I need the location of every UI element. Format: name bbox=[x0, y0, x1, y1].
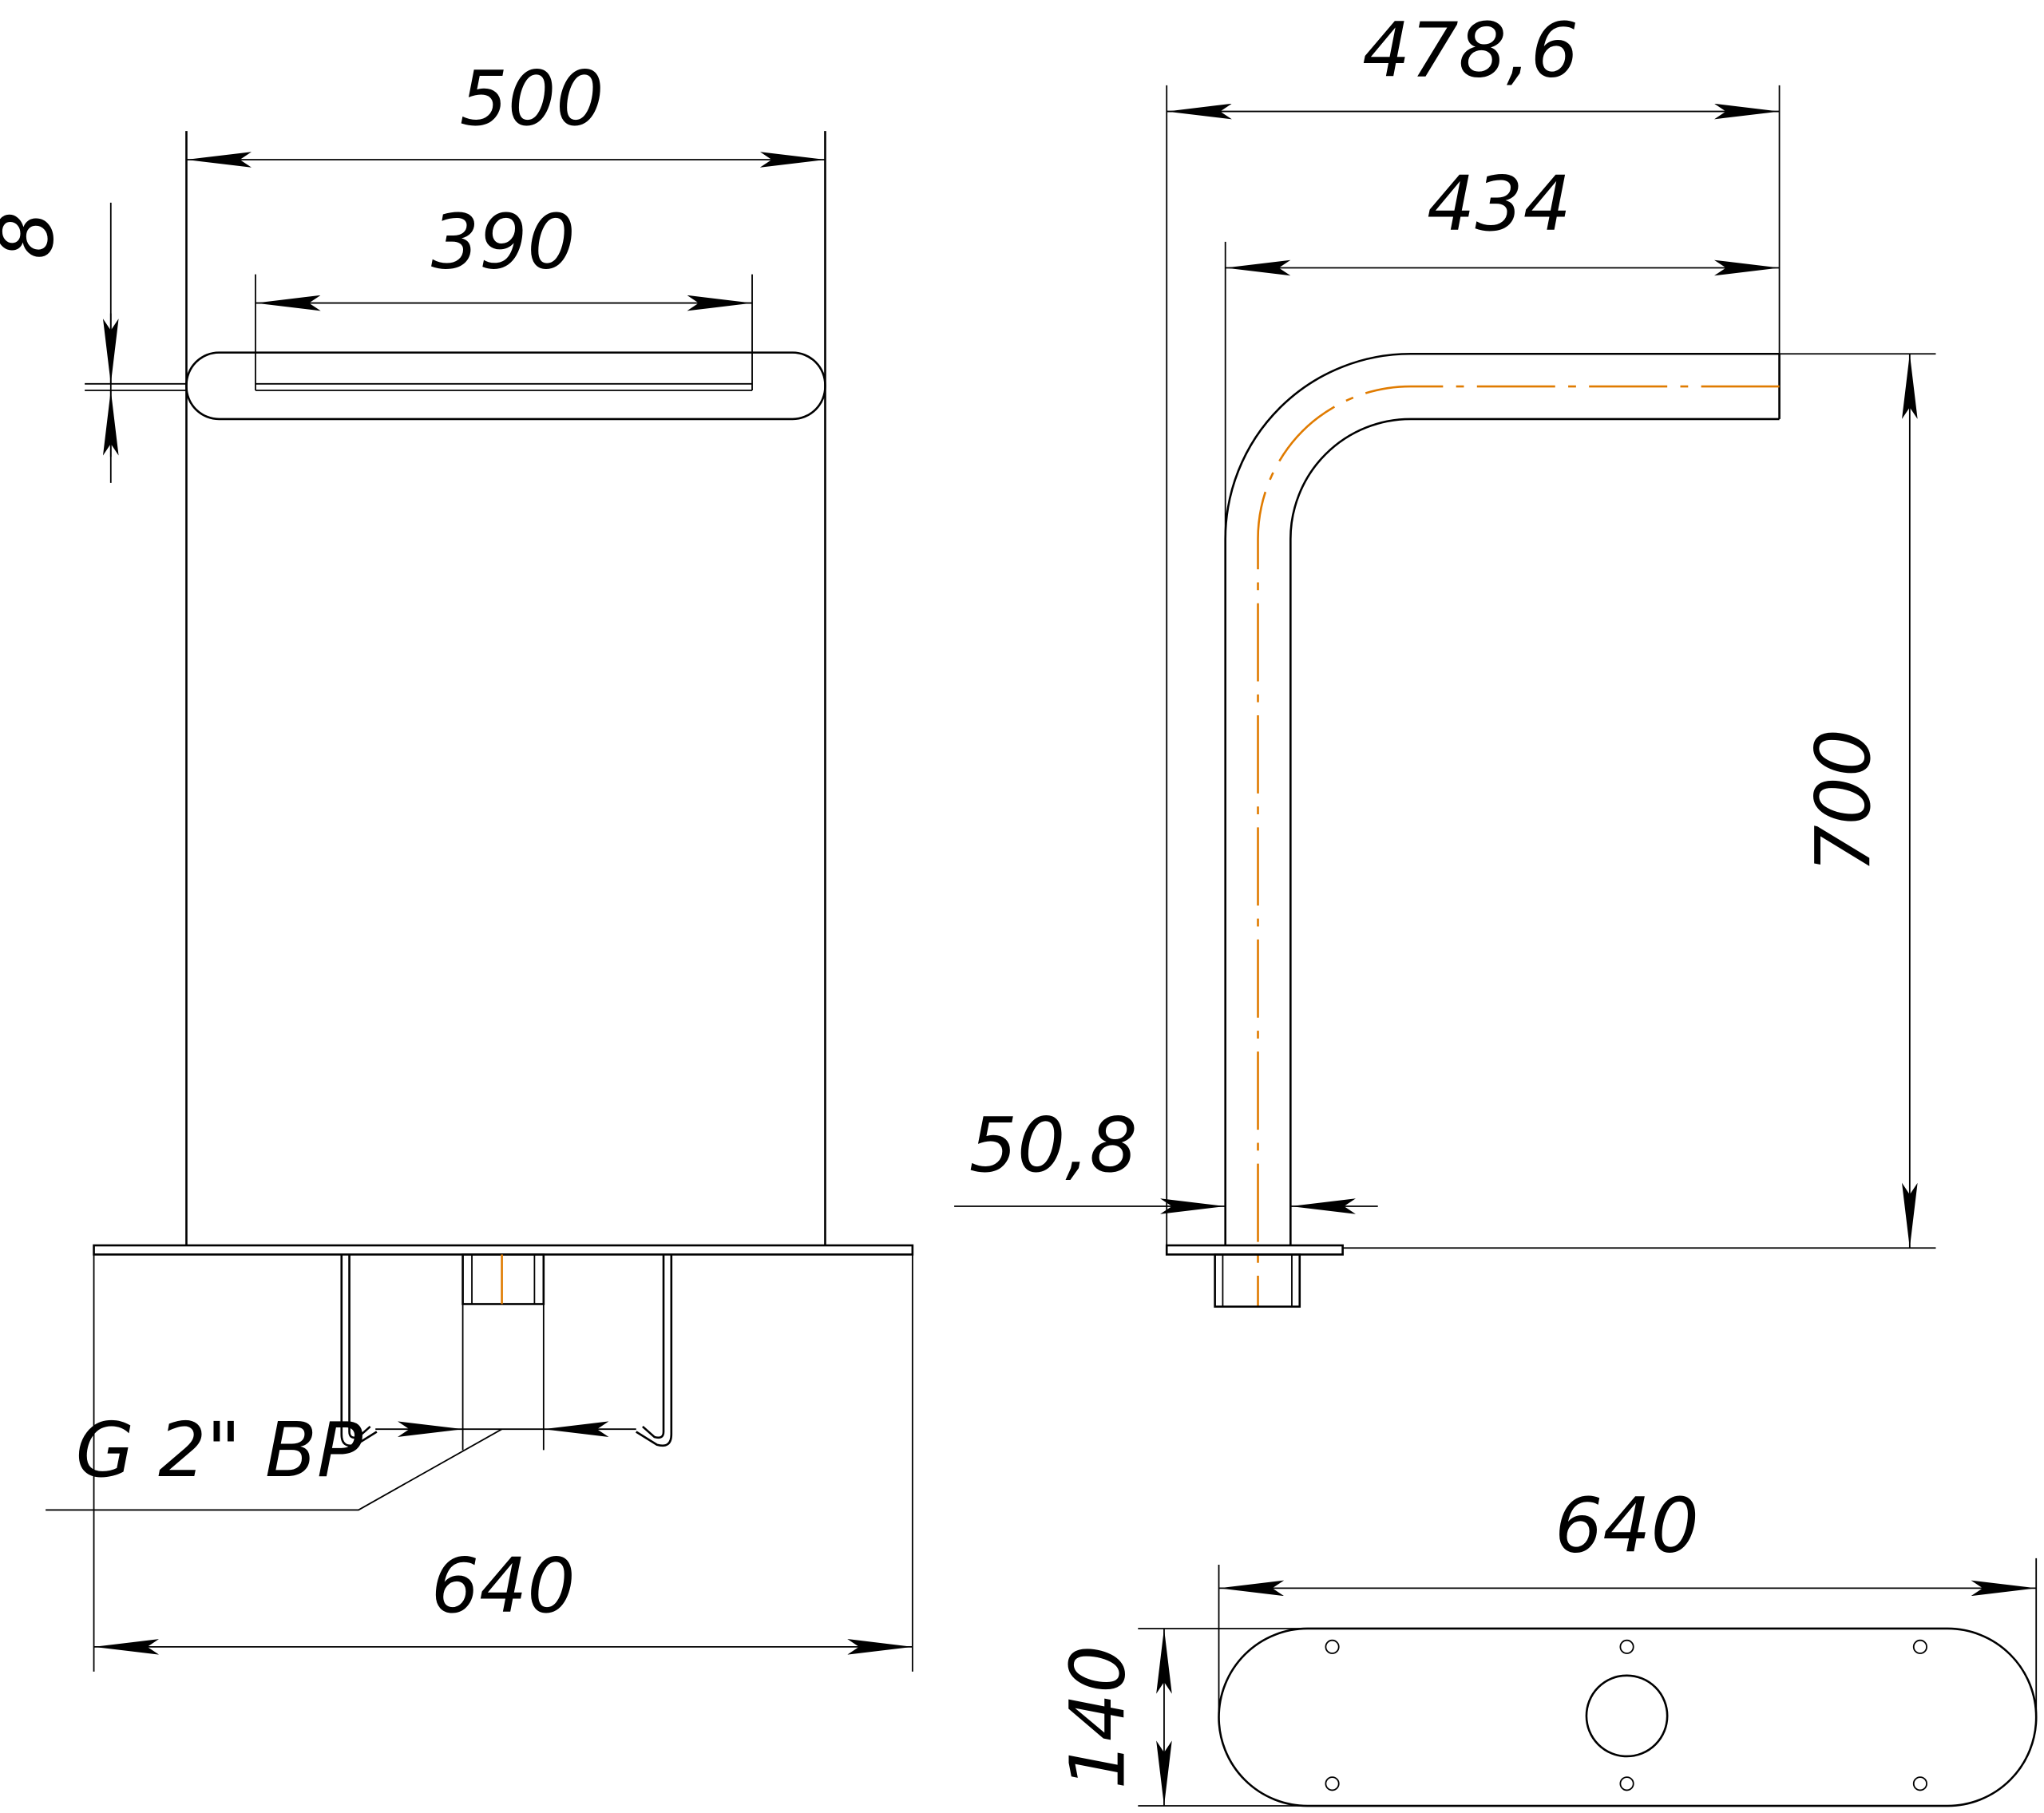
thread-leader-line bbox=[46, 1428, 503, 1511]
pipe-outer-wall bbox=[1224, 352, 1780, 1245]
mounting-bracket-right bbox=[636, 1254, 673, 1447]
label-side-depth: 434 bbox=[1427, 160, 1571, 248]
mounting-hole bbox=[1912, 1776, 1927, 1791]
pipe-inner-wall bbox=[1289, 418, 1780, 1245]
inlet-nipple-front bbox=[461, 1253, 545, 1305]
top-view: 640 140 bbox=[1054, 1482, 2038, 1807]
mounting-hole bbox=[1912, 1639, 1927, 1654]
base-plate-side bbox=[1165, 1244, 1344, 1256]
label-thread: G 2" BP bbox=[76, 1407, 362, 1494]
label-base-width-front: 640 bbox=[431, 1542, 576, 1630]
label-height: 700 bbox=[1800, 729, 1888, 873]
label-base-depth: 140 bbox=[1054, 1645, 1142, 1790]
mounting-hole bbox=[1325, 1639, 1340, 1654]
mounting-hole bbox=[1619, 1776, 1634, 1791]
water-slot bbox=[185, 351, 826, 421]
inlet-nipple-side bbox=[1214, 1253, 1301, 1308]
label-pipe-diameter: 50,8 bbox=[969, 1102, 1138, 1190]
label-side-total-depth: 478,6 bbox=[1362, 7, 1579, 95]
side-view: 478,6 434 700 50,8 bbox=[954, 7, 1936, 1308]
mounting-bracket-left bbox=[340, 1254, 378, 1447]
mounting-hole bbox=[1325, 1776, 1340, 1791]
label-slot-width: 8 bbox=[0, 212, 70, 259]
base-plate-front bbox=[93, 1244, 914, 1256]
pipe-centerline bbox=[1257, 385, 1780, 1307]
base-plate-top bbox=[1218, 1627, 2038, 1807]
inlet-hole bbox=[1585, 1674, 1669, 1758]
label-slot-length: 390 bbox=[431, 198, 576, 286]
label-front-width: 500 bbox=[460, 55, 604, 143]
front-view: 500 390 8 640 G 2" BP bbox=[0, 55, 914, 1672]
label-base-width-top: 640 bbox=[1555, 1482, 1699, 1570]
mounting-hole bbox=[1619, 1639, 1634, 1654]
